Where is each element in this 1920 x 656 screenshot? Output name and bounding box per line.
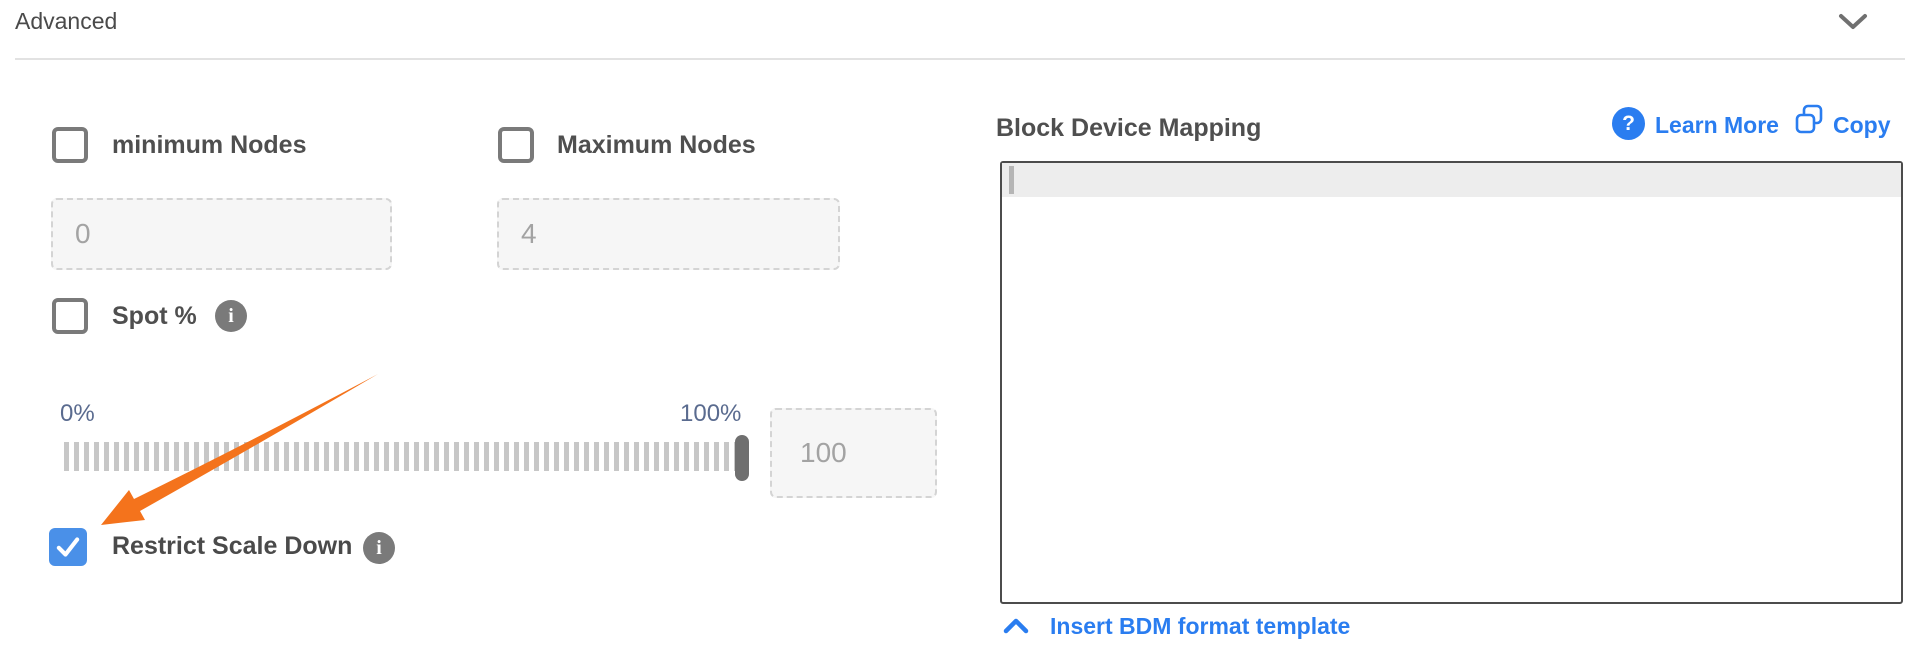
minimum-nodes-checkbox[interactable] bbox=[52, 127, 88, 163]
learn-more-link[interactable]: Learn More bbox=[1655, 112, 1779, 138]
copy-icon[interactable] bbox=[1794, 104, 1824, 136]
spot-percent-checkbox[interactable] bbox=[52, 298, 88, 334]
help-icon[interactable]: ? bbox=[1612, 107, 1645, 140]
checkmark-icon bbox=[53, 532, 83, 562]
copy-link[interactable]: Copy bbox=[1833, 112, 1891, 138]
section-title: Advanced bbox=[15, 8, 118, 34]
spot-percent-slider-track[interactable] bbox=[64, 442, 750, 471]
restrict-scale-down-label[interactable]: Restrict Scale Down bbox=[112, 532, 353, 560]
editor-text-cursor bbox=[1009, 166, 1014, 194]
spot-info-icon[interactable]: i bbox=[215, 300, 247, 332]
bdm-title: Block Device Mapping bbox=[996, 114, 1262, 142]
insert-bdm-template-link[interactable]: Insert BDM format template bbox=[1050, 613, 1351, 639]
spot-percent-slider-handle[interactable] bbox=[735, 435, 749, 481]
restrict-scale-down-checkbox[interactable] bbox=[49, 528, 87, 566]
maximum-nodes-label[interactable]: Maximum Nodes bbox=[557, 131, 756, 159]
maximum-nodes-checkbox[interactable] bbox=[498, 127, 534, 163]
minimum-nodes-input[interactable] bbox=[51, 198, 392, 270]
spot-percent-value-input[interactable] bbox=[770, 408, 937, 498]
divider bbox=[15, 58, 1905, 60]
slider-min-label: 0% bbox=[60, 400, 95, 427]
minimum-nodes-label[interactable]: minimum Nodes bbox=[112, 131, 307, 159]
editor-active-line bbox=[1002, 163, 1901, 197]
spot-percent-label[interactable]: Spot % bbox=[112, 302, 197, 330]
slider-max-label: 100% bbox=[680, 400, 742, 427]
restrict-info-icon[interactable]: i bbox=[363, 532, 395, 564]
maximum-nodes-input[interactable] bbox=[497, 198, 840, 270]
chevron-down-icon[interactable] bbox=[1838, 12, 1868, 32]
chevron-up-icon[interactable] bbox=[1003, 616, 1029, 636]
bdm-editor[interactable] bbox=[1000, 161, 1903, 604]
